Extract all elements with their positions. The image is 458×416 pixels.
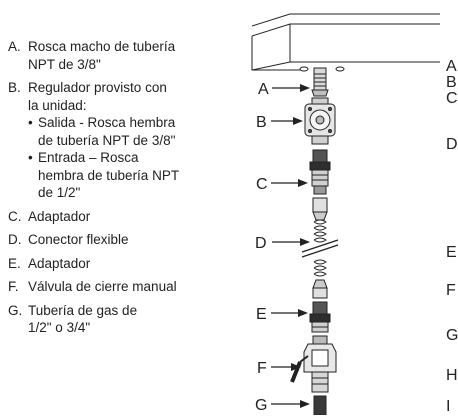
legend-letter: G. [8,302,23,318]
legend-item-b: B. Regulador provisto con la unidad: • S… [8,79,248,202]
callout-label: B [256,114,267,131]
legend-letter: A. [8,39,21,54]
legend-text: Regulador provisto con [28,80,167,95]
right-label: F [446,282,456,299]
legend-letter: E. [8,255,21,271]
legend-letter: B. [8,80,21,95]
legend-text: hembra de tubería NPT [38,167,180,183]
legend-text: Salida - Rosca hembra [38,115,176,130]
callout-d: D [255,235,310,252]
male-pipe-thread [311,67,329,97]
callout-label: G [255,397,267,414]
legend-letter: C. [8,208,22,224]
legend-text: Entrada – Rosca [38,150,139,165]
callout-e: E [256,306,308,323]
callout-g: G [255,397,310,414]
appliance-base [251,13,440,72]
adapter-c [309,149,331,195]
parts-legend: A. Rosca macho de tubería NPT de 3/8" B.… [8,38,248,343]
legend-item-d: D. Conector flexible [8,231,248,249]
bullet-icon: • [28,150,33,165]
legend-item-f: F. Válvula de cierre manual [8,278,248,296]
flexible-connector [301,197,339,299]
legend-text: 1/2" o 3/4" [28,320,91,335]
legend-subitem-inlet: • Entrada – Rosca hembra de tubería NPT … [28,149,248,202]
right-label: E [446,244,457,261]
regulator [304,97,336,145]
legend-text: Adaptador [28,208,91,224]
legend-text: Válvula de cierre manual [28,279,177,294]
right-label: G [446,327,458,344]
legend-item-c: C. Adaptador [8,208,248,226]
callout-c: C [256,176,308,193]
right-label: D [446,136,458,153]
gas-pipe [313,395,327,415]
legend-text: de tubería NPT de 3/8" [38,132,176,148]
callout-label: C [256,176,268,193]
right-label: I [446,398,451,415]
legend-letter: F. [8,279,19,294]
legend-text: de 1/2" [38,185,81,200]
legend-text: la unidad: [28,97,87,113]
callout-label: E [256,306,267,323]
right-label: A [446,58,457,75]
legend-text: Conector flexible [28,232,129,247]
callout-b: B [256,114,303,131]
callout-label: F [257,360,267,377]
right-label: C [446,90,458,107]
bullet-icon: • [28,115,33,130]
callout-label: A [258,81,269,98]
legend-letter: D. [8,232,22,247]
legend-subitem-outlet: • Salida - Rosca hembra de tubería NPT d… [28,114,248,149]
manual-shutoff-valve [290,335,337,393]
callout-label: D [255,235,267,252]
legend-item-a: A. Rosca macho de tubería NPT de 3/8" [8,38,248,73]
right-label: H [446,367,458,384]
callout-f: F [257,360,301,377]
legend-item-g: G. Tubería de gas de 1/2" o 3/4" [8,302,248,337]
legend-item-e: E. Adaptador [8,255,248,273]
right-label: B [446,74,457,91]
adapter-e [309,301,331,333]
callout-a: A [258,81,310,98]
legend-text: Rosca macho de tubería [28,39,176,54]
legend-text: NPT de 3/8" [28,56,101,72]
legend-text: Tubería de gas de [28,302,138,318]
legend-text: Adaptador [28,255,91,271]
